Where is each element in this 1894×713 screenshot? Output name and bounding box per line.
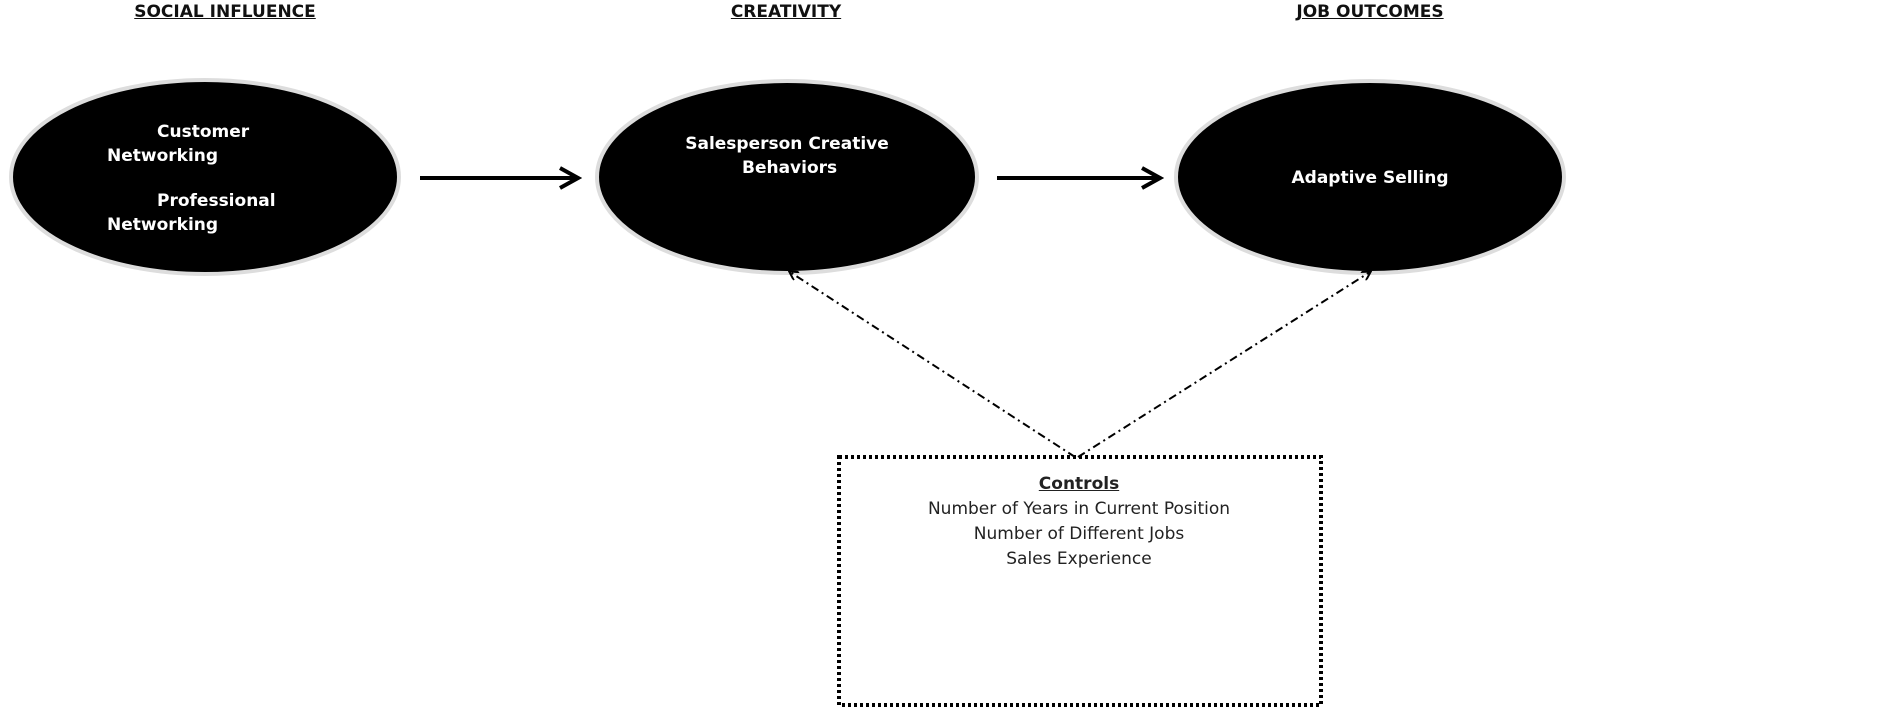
creative-label-line1: Salesperson Creative [685, 134, 889, 154]
control-item: Number of Years in Current Position [927, 499, 1231, 519]
professional-label: Professional [157, 191, 276, 211]
controls-box-border [837, 455, 1323, 707]
node-social-influence [9, 78, 401, 276]
control-item: Sales Experience [1006, 549, 1152, 569]
header-social-influence: SOCIAL INFLUENCE [134, 2, 316, 22]
professional-networking-label: Networking [107, 215, 219, 235]
controls-title: Controls [1038, 474, 1120, 494]
control-arrow-to-creativity [790, 272, 1076, 458]
customer-label: Customer [157, 122, 250, 142]
node-creative-behaviors [595, 79, 979, 275]
control-arrow-to-outcomes [1077, 272, 1370, 458]
controls-box: Controls Number of Years in Current Posi… [838, 456, 1320, 704]
header-job-outcomes: JOB OUTCOMES [1296, 2, 1444, 22]
control-item: Number of Different Jobs [973, 524, 1185, 544]
creative-label-line2: Behaviors [742, 158, 838, 178]
customer-networking-label: Networking [107, 146, 219, 166]
adaptive-selling-label: Adaptive Selling [1291, 168, 1449, 188]
header-creativity: CREATIVITY [730, 2, 842, 22]
